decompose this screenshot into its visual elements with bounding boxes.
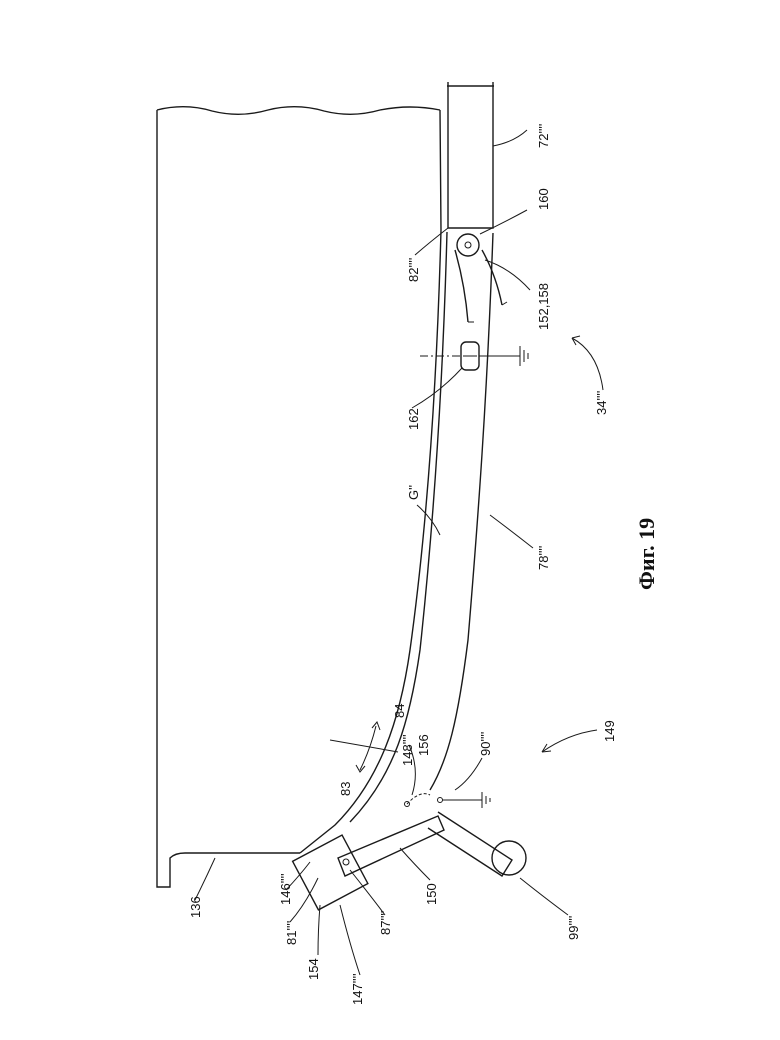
label-34: 34'''' xyxy=(594,391,609,415)
bracket-72 xyxy=(447,82,494,228)
lever-arm-150 xyxy=(338,816,444,876)
figure-caption: Фиг. 19 xyxy=(634,518,659,590)
label-149: 149 xyxy=(602,720,617,742)
leader-162 xyxy=(412,368,462,408)
label-87: 87'''' xyxy=(378,911,393,935)
label-162: 162 xyxy=(406,408,421,430)
flex-strip-a xyxy=(455,250,468,322)
leader-154 xyxy=(318,905,320,955)
leader-150 xyxy=(400,848,430,880)
label-154: 154 xyxy=(306,958,321,980)
label-84: 84 xyxy=(392,704,407,718)
leader-87 xyxy=(350,870,385,915)
ground-symbol-top xyxy=(479,346,528,366)
ref-arrow-34 xyxy=(572,338,603,390)
leader-136 xyxy=(195,858,215,900)
leader-72 xyxy=(493,130,527,146)
label-156: 156 xyxy=(416,734,431,756)
leader-147 xyxy=(340,905,360,975)
leader-160 xyxy=(480,210,527,234)
ref-arrow-149 xyxy=(542,730,597,752)
label-147: 147'''' xyxy=(350,973,365,1005)
label-150: 150 xyxy=(424,883,439,905)
panel-136-outline xyxy=(157,107,440,887)
cap-154 xyxy=(293,835,368,910)
flex-strip-cap xyxy=(468,302,507,322)
roller-160-hub xyxy=(465,242,471,248)
blade-inner-edge xyxy=(350,232,447,822)
label-78: 78'''' xyxy=(536,546,551,570)
label-160: 160 xyxy=(536,188,551,210)
leader-78 xyxy=(490,515,533,548)
label-81: 81'''' xyxy=(284,921,299,945)
label-146: 146'''' xyxy=(278,873,293,905)
label-99: 99'''' xyxy=(566,916,581,940)
leader-99 xyxy=(520,878,568,915)
blade-outer-edge xyxy=(430,233,493,790)
label-136: 136 xyxy=(188,896,203,918)
leader-90 xyxy=(455,758,482,790)
pivot-87 xyxy=(343,859,349,865)
point-90 xyxy=(438,798,443,803)
label-148: 148'''' xyxy=(400,734,415,766)
label-G: G'' xyxy=(406,485,421,500)
leader-82 xyxy=(415,228,448,255)
label-152-158: 152,158 xyxy=(536,283,551,330)
ground-symbol-bottom xyxy=(442,792,490,808)
dashed-link-156 xyxy=(407,794,430,804)
label-83: 83 xyxy=(338,782,353,796)
roller-160 xyxy=(457,234,479,256)
label-90: 90'''' xyxy=(478,732,493,756)
leader-G xyxy=(417,505,440,535)
label-82: 82'''' xyxy=(406,258,421,282)
label-72: 72'''' xyxy=(536,124,551,148)
